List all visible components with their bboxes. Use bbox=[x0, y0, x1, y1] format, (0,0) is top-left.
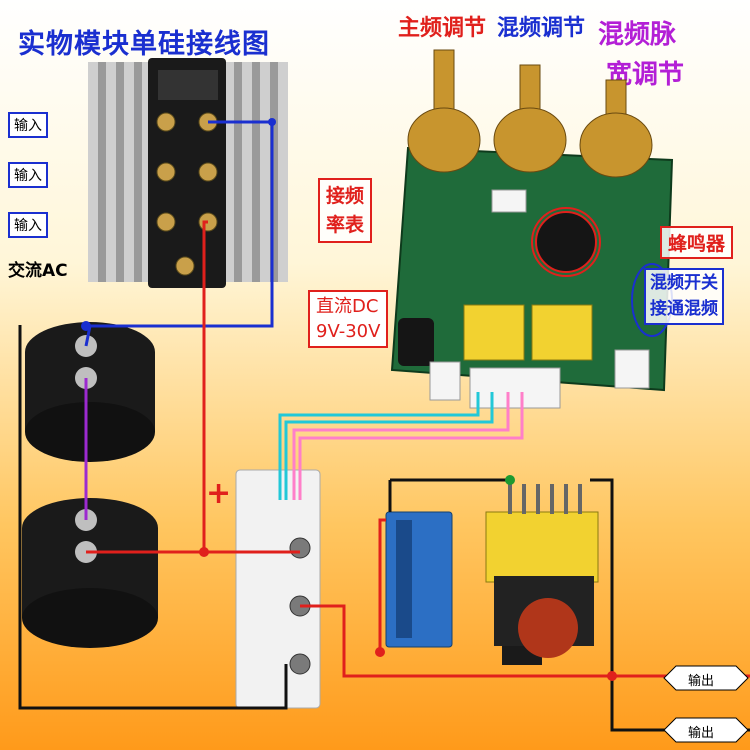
freq-meter-label: 接频 率表 bbox=[318, 178, 373, 243]
buzzer-highlight bbox=[531, 207, 601, 277]
mix-freq-label: 混频调节 bbox=[497, 16, 586, 41]
output-arrow-1 bbox=[663, 665, 749, 691]
output-label-2: 输出 bbox=[688, 726, 715, 741]
junction-dots bbox=[81, 118, 617, 681]
mix-switch-label-line1: 混频开关 bbox=[650, 273, 718, 293]
mix-switch-label-line2: 接通混频 bbox=[650, 298, 718, 319]
output-transformer bbox=[485, 484, 599, 665]
resonant-capacitor bbox=[385, 511, 453, 648]
dc-label-line2: 9V-30V bbox=[316, 321, 381, 343]
buzzer-label: 蜂鸣器 bbox=[660, 226, 734, 259]
dc-label-line1: 直流DC bbox=[316, 296, 379, 317]
input-label-2: 输入 bbox=[8, 162, 48, 188]
output-arrow-2 bbox=[663, 717, 749, 743]
igbt-module bbox=[235, 469, 321, 709]
main-freq-label: 主频调节 bbox=[398, 16, 487, 41]
wires bbox=[18, 120, 750, 732]
input-label-3: 输入 bbox=[8, 212, 48, 238]
ac-label: 交流AC bbox=[8, 261, 68, 281]
freq-meter-label-line1: 接频 bbox=[326, 185, 365, 207]
pcb-board bbox=[390, 49, 674, 409]
mix-switch-label: 混频开关 接通混频 bbox=[644, 268, 724, 325]
rectifier-bridge bbox=[148, 58, 226, 288]
diagram-title: 实物模块单硅接线图 bbox=[18, 29, 270, 60]
freq-meter-label-line2: 率表 bbox=[326, 213, 365, 236]
capacitor-top bbox=[25, 322, 155, 462]
dc-input-label: 直流DC 9V-30V bbox=[308, 290, 389, 349]
plus-sign: + bbox=[206, 476, 232, 511]
input-label-1: 输入 bbox=[8, 112, 48, 138]
mix-pulse-label-1: 混频脉 bbox=[598, 20, 677, 50]
capacitor-bottom bbox=[22, 498, 158, 648]
output-label-1: 输出 bbox=[688, 674, 715, 689]
